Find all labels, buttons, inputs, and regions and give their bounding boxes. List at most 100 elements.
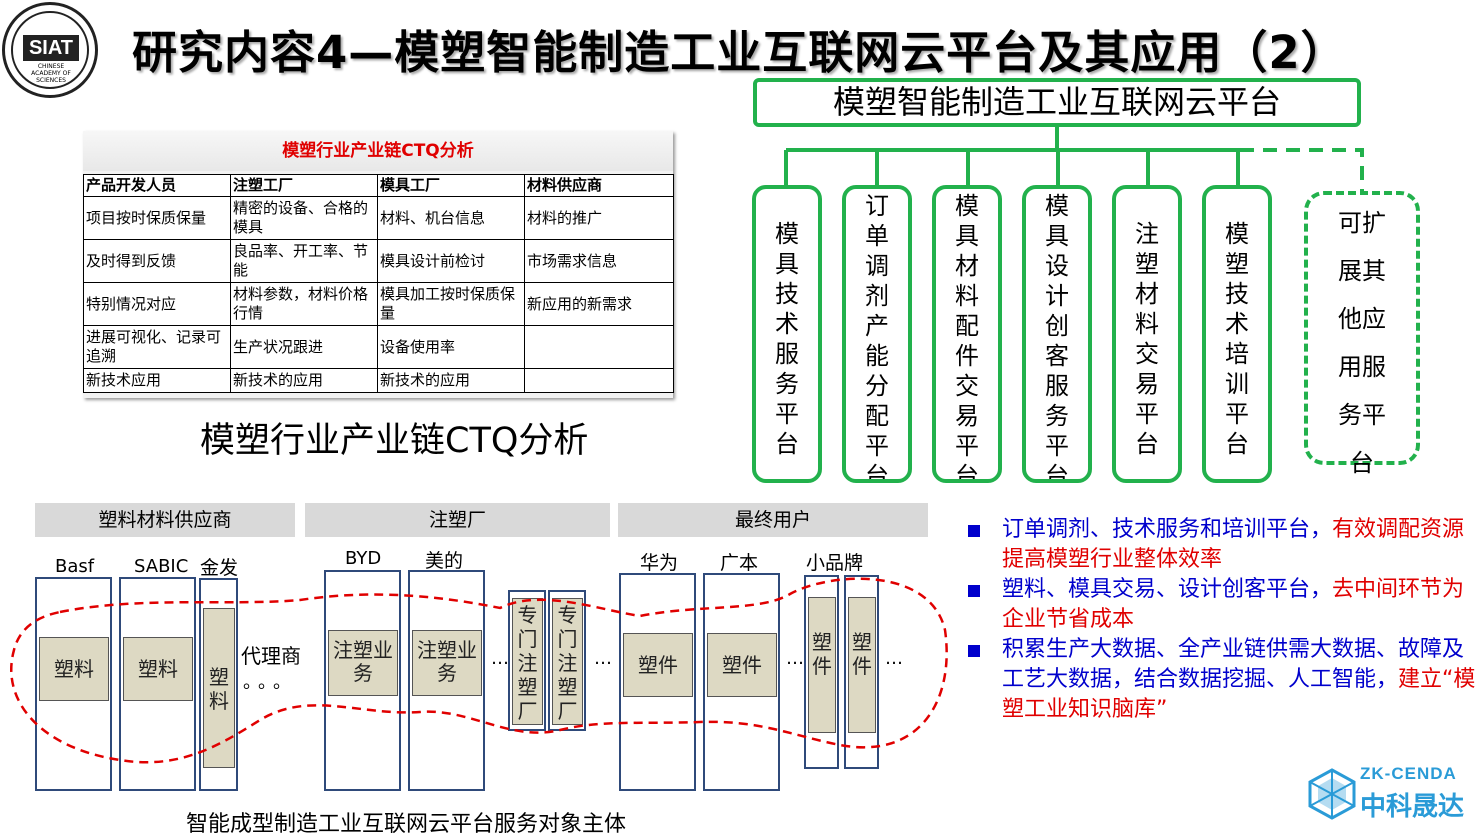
table-cell: 设备使用率 <box>377 325 525 369</box>
dedicated-factory-box: 专门注塑厂 <box>512 598 543 725</box>
bullet-square-icon <box>968 645 980 657</box>
ellipsis: … <box>491 648 509 669</box>
company-bar-xiaopinpai-1: 塑件 <box>804 575 839 769</box>
ellipsis: … <box>786 648 804 669</box>
dealer-dots: 。。。 <box>243 672 297 693</box>
bullet-text-blue: 订单调剂、技术服务和培训平台， <box>1002 517 1333 542</box>
table-cell: 新技术应用 <box>83 368 231 393</box>
table-cell: 材料、机台信息 <box>377 196 525 240</box>
company-label-xiaopinpai: 小品牌 <box>806 552 864 574</box>
ellipsis: … <box>885 648 903 669</box>
zk-cenda-en: ZK-CENDA <box>1360 764 1457 783</box>
company-bar-huawei: 塑件 <box>619 573 696 791</box>
part-box-vertical: 塑件 <box>808 597 836 733</box>
dedicated-factory-box: 专门注塑厂 <box>552 598 583 725</box>
company-bar-guangben: 塑件 <box>703 573 780 791</box>
company-label-midea: 美的 <box>425 550 464 572</box>
company-label-basf: Basf <box>55 556 95 577</box>
sub-platform-plastic-trade: 注塑材料交易平台 <box>1112 185 1182 483</box>
company-bar-dedicated-2: 专门注塑厂 <box>548 590 586 731</box>
bullet-item: 订单调剂、技术服务和培训平台，有效调配资源提高模塑行业整体效率 <box>968 515 1478 575</box>
plastic-box: 塑料 <box>123 637 193 701</box>
bullet-list: 订单调剂、技术服务和培训平台，有效调配资源提高模塑行业整体效率 塑料、模具交易、… <box>968 515 1478 725</box>
zk-cenda-logo: ZK-CENDA 中科晟达 <box>1308 764 1478 826</box>
table-cell <box>524 368 674 393</box>
table-cell: 市场需求信息 <box>524 239 674 283</box>
sub-platform-label: 模具材料配件交易平台 <box>955 192 979 483</box>
company-bar-xiaopinpai-2: 塑件 <box>844 575 879 769</box>
platform-root-box: 模塑智能制造工业互联网云平台 <box>753 78 1361 127</box>
column-header: 材料供应商 <box>524 174 674 197</box>
category-header-molding-factory: 注塑厂 <box>305 503 610 537</box>
company-label-byd: BYD <box>345 548 382 569</box>
zk-cenda-emblem-icon <box>1308 768 1356 820</box>
extend-platform-box: 可扩展其他应用服务平台 <box>1304 191 1420 477</box>
table-cell: 材料参数，材料价格行情 <box>230 282 378 326</box>
ctq-table-title: 模塑行业产业链CTQ分析 <box>83 131 673 171</box>
part-box-vertical: 塑件 <box>848 597 876 733</box>
table-row: 特别情况对应 材料参数，材料价格行情 模具加工按时保质保量 新应用的新需求 <box>83 282 674 326</box>
company-bar-sabic: 塑料 <box>119 577 196 791</box>
sub-platform-label: 模具设计创客服务平台 <box>1045 192 1069 483</box>
page-title: 研究内容4—模塑智能制造工业互联网云平台及其应用（2） <box>132 26 1347 79</box>
logo-mark: SIAT <box>23 35 79 61</box>
table-cell: 良品率、开工率、节能 <box>230 239 378 283</box>
bottom-diagram-caption: 智能成型制造工业互联网云平台服务对象主体 <box>186 812 627 837</box>
bullet-text-red: 建立“模塑工业知识脑库” <box>1002 667 1476 722</box>
ctq-table: 产品开发人员 注塑工厂 模具工厂 材料供应商 项目按时保质保量 精密的设备、合格… <box>83 174 674 393</box>
table-cell: 项目按时保质保量 <box>83 196 231 240</box>
sub-platform-label: 订单调剂产能分配平台 <box>865 192 889 483</box>
company-bar-dedicated-1: 专门注塑厂 <box>508 590 546 731</box>
table-cell: 新技术的应用 <box>230 368 378 393</box>
siat-logo: SIAT CHINESE ACADEMY OF SCIENCES <box>2 2 98 98</box>
sub-platform-mold-tech: 模具技术服务平台 <box>752 185 822 483</box>
column-header: 产品开发人员 <box>83 174 231 197</box>
sub-platform-label: 注塑材料交易平台 <box>1135 220 1159 458</box>
ctq-caption: 模塑行业产业链CTQ分析 <box>200 421 589 461</box>
sub-platform-material-trade: 模具材料配件交易平台 <box>932 185 1002 483</box>
sub-platform-order: 订单调剂产能分配平台 <box>842 185 912 483</box>
table-cell: 特别情况对应 <box>83 282 231 326</box>
table-cell: 生产状况跟进 <box>230 325 378 369</box>
plastic-box-vertical: 塑料 <box>203 608 235 768</box>
logo-subtext: CHINESE ACADEMY OF SCIENCES <box>31 63 71 84</box>
category-header-end-user: 最终用户 <box>618 503 928 537</box>
ctq-table-panel: 模塑行业产业链CTQ分析 产品开发人员 注塑工厂 模具工厂 材料供应商 项目按时… <box>83 131 674 398</box>
company-bar-byd: 注塑业务 <box>324 570 401 791</box>
part-box: 塑件 <box>707 633 777 697</box>
company-label-huawei: 华为 <box>640 552 679 574</box>
bullet-text-blue: 积累生产大数据、全产业链供需大数据、故障及工艺大数据，结合数据挖掘、人工智能， <box>1002 637 1465 692</box>
category-header-supplier: 塑料材料供应商 <box>35 503 295 537</box>
business-box: 注塑业务 <box>412 630 482 696</box>
bullet-item: 塑料、模具交易、设计创客平台，去中间环节为企业节省成本 <box>968 575 1478 635</box>
plastic-box: 塑料 <box>39 637 109 701</box>
bullet-text-red: 有效调配资源提高模塑行业整体效率 <box>1002 517 1465 572</box>
business-box: 注塑业务 <box>328 630 398 696</box>
company-label-sabic: SABIC <box>134 556 189 577</box>
column-header: 模具工厂 <box>377 174 525 197</box>
dealer-label: 代理商 <box>241 644 301 668</box>
company-label-guangben: 广本 <box>720 552 759 574</box>
bullet-square-icon <box>968 525 980 537</box>
company-bar-midea: 注塑业务 <box>408 570 485 791</box>
extend-platform-label: 可扩展其他应用服务平台 <box>1338 209 1386 477</box>
sub-platform-design-maker: 模具设计创客服务平台 <box>1022 185 1092 483</box>
table-cell: 新技术的应用 <box>377 368 525 393</box>
company-label-jinfa: 金发 <box>200 557 239 579</box>
bullet-text-red: 去中间环节为企业节省成本 <box>1002 577 1465 632</box>
zk-cenda-cn: 中科晟达 <box>1360 792 1465 822</box>
ellipsis: … <box>594 648 612 669</box>
bullet-item: 积累生产大数据、全产业链供需大数据、故障及工艺大数据，结合数据挖掘、人工智能，建… <box>968 635 1478 725</box>
table-row: 新技术应用 新技术的应用 新技术的应用 <box>83 368 674 393</box>
sub-platform-training: 模塑技术培训平台 <box>1202 185 1272 483</box>
sub-platform-label: 模塑技术培训平台 <box>1225 220 1249 458</box>
bullet-text-blue: 塑料、模具交易、设计创客平台， <box>1002 577 1333 602</box>
bullet-square-icon <box>968 585 980 597</box>
sub-platform-label: 模具技术服务平台 <box>775 220 799 458</box>
table-cell: 新应用的新需求 <box>524 282 674 326</box>
table-cell <box>524 325 674 369</box>
company-bar-jinfa: 塑料 <box>199 578 238 791</box>
part-box: 塑件 <box>623 633 693 697</box>
